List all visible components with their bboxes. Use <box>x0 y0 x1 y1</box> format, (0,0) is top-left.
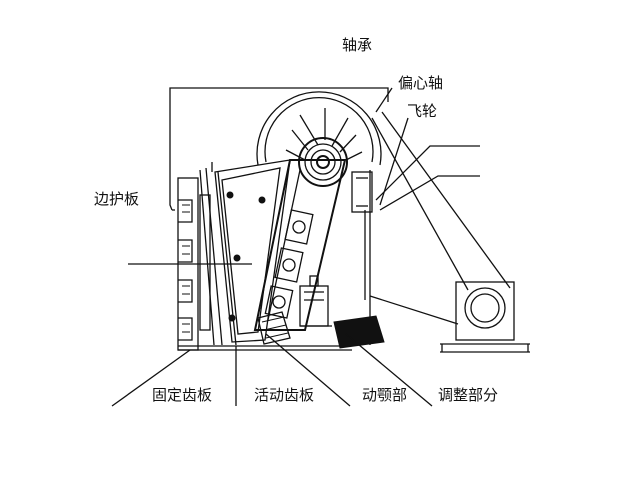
label-bearing: 轴承 <box>342 36 372 54</box>
adjusting-part <box>299 275 385 349</box>
label-eccentric-shaft: 偏心轴 <box>398 74 443 92</box>
label-fixed-jaw-plate: 固定齿板 <box>152 386 212 404</box>
side-guard-plate <box>199 191 266 331</box>
crusher-frame <box>169 87 389 351</box>
fixed-jaw-plate <box>177 162 223 351</box>
v-belt <box>369 111 511 325</box>
bearing <box>351 171 373 213</box>
leader-lines <box>111 87 480 407</box>
swing-jaw <box>253 159 347 345</box>
label-flywheel: 飞轮 <box>407 102 437 120</box>
label-adjusting-part: 调整部分 <box>438 386 498 404</box>
eccentric-shaft <box>298 137 348 187</box>
label-swing-jaw: 动颚部 <box>362 386 407 404</box>
flywheel <box>256 91 382 166</box>
movable-jaw-plate <box>214 159 291 346</box>
label-side-guard-plate: 边护板 <box>94 190 139 208</box>
motor <box>440 281 530 353</box>
label-movable-jaw-plate: 活动齿板 <box>254 386 314 404</box>
